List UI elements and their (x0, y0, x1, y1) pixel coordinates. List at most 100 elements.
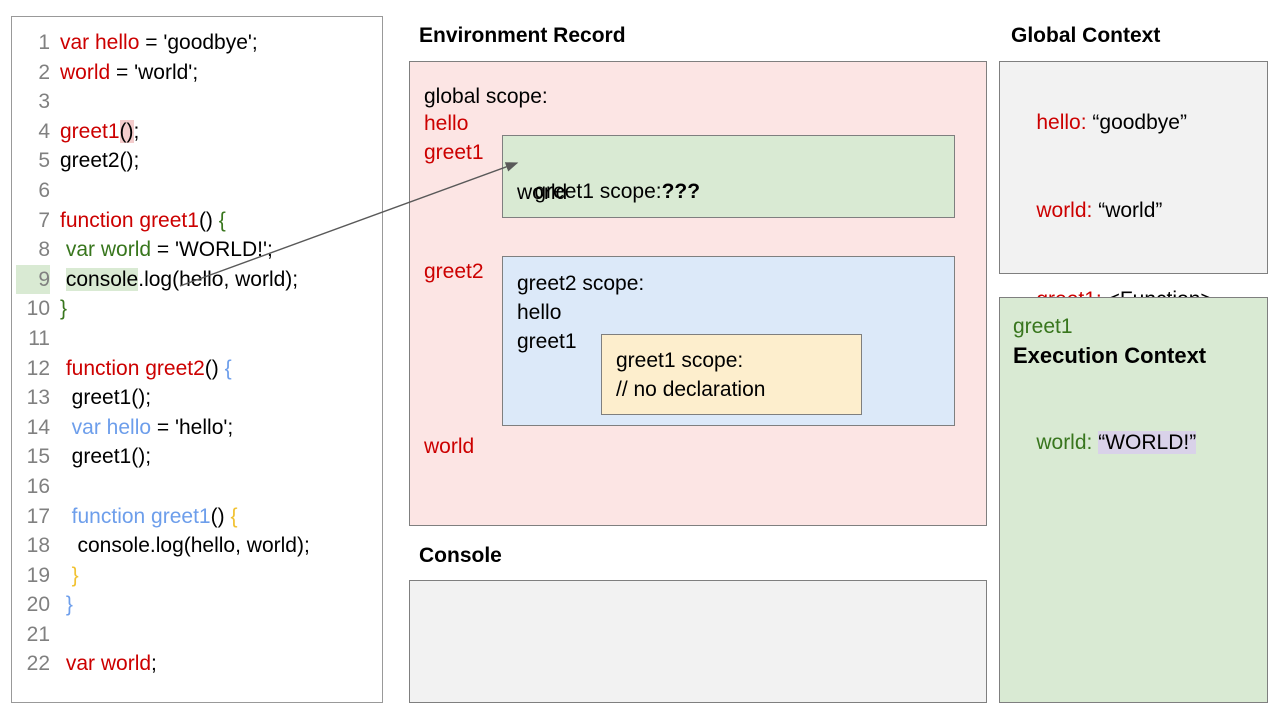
console-title: Console (419, 544, 502, 567)
line-number: 22 (26, 652, 50, 676)
global-scope-label: global scope: (424, 85, 548, 108)
code-line[interactable]: 22 var world; (16, 649, 382, 679)
code-token: var world (65, 238, 152, 262)
code-token: = 'WORLD!'; (151, 238, 273, 262)
code-line[interactable]: 3 (16, 87, 382, 117)
code-token (60, 564, 72, 587)
code-token: greet1(); (60, 386, 152, 410)
code-token: function greet1 (60, 208, 199, 232)
code-token: = 'world'; (110, 60, 199, 84)
code-line-text: } (50, 294, 67, 324)
global-context-title: Global Context (1011, 24, 1161, 47)
code-line[interactable]: 14 var hello = 'hello'; (16, 413, 382, 443)
inner-greet1-scope-label: greet1 scope: (616, 349, 744, 372)
code-token: function greet2 (65, 356, 205, 380)
code-token: { (218, 208, 226, 232)
line-number: 20 (26, 593, 50, 617)
code-line-text: world = 'world'; (50, 58, 198, 88)
code-token: = 'goodbye'; (139, 31, 258, 54)
code-token: ; (133, 119, 140, 143)
code-token: var world (65, 652, 152, 676)
code-line-text: console.log(hello, world); (50, 531, 310, 561)
code-line-text: greet1(); (50, 117, 139, 147)
global-entry-key: world (1036, 199, 1087, 222)
greet1-inner-scope-box: greet1 scope: // no declaration (601, 334, 862, 415)
code-line-text: function greet2() { (50, 354, 232, 384)
line-number: 10 (26, 297, 50, 321)
greet1-scope-question-marks: ??? (661, 180, 701, 203)
line-number: 14 (26, 415, 50, 439)
execution-context-heading: Execution Context (1013, 343, 1207, 368)
greet2-scope-binding-greet1: greet1 (517, 330, 577, 353)
line-number: 17 (26, 504, 50, 528)
code-token: { (230, 504, 238, 528)
line-number: 2 (38, 60, 50, 84)
code-token: = 'hello'; (151, 415, 234, 439)
code-line-text: function greet1() { (50, 206, 226, 236)
code-line-text: var hello = 'hello'; (50, 413, 234, 443)
code-line-text: greet2(); (50, 146, 139, 176)
code-line[interactable]: 16 (16, 472, 382, 502)
code-line-text: function greet1() { (50, 502, 238, 532)
line-number: 13 (26, 386, 50, 410)
code-token: () (204, 356, 225, 380)
code-line[interactable]: 15 greet1(); (16, 442, 382, 472)
code-token: () (119, 119, 134, 143)
code-line[interactable]: 10} (16, 294, 382, 324)
code-token (60, 416, 72, 439)
greet1-scope-box: greet1 scope:??? world (502, 135, 955, 218)
line-number: 8 (38, 238, 50, 262)
code-line[interactable]: 12 function greet2() { (16, 354, 382, 384)
execution-context-box: greet1 Execution Context world: “WORLD!” (999, 297, 1268, 703)
code-token: function greet1 (71, 504, 211, 528)
line-number: 5 (38, 149, 50, 173)
execution-context-var-value: “WORLD!” (1098, 431, 1197, 454)
code-line[interactable]: 8 var world = 'WORLD!'; (16, 235, 382, 265)
global-entry-value: “goodbye” (1086, 110, 1187, 134)
line-number: 9 (16, 264, 50, 295)
global-binding-greet1: greet1 (424, 141, 484, 164)
code-token: var hello (60, 31, 140, 54)
console-output-text (410, 581, 986, 601)
code-token (60, 505, 72, 528)
code-token: console (65, 267, 139, 291)
code-token: .log(hello, world); (138, 267, 299, 291)
global-context-box: hello: “goodbye” world: “world” greet1: … (999, 61, 1268, 311)
code-line[interactable]: 6 (16, 176, 382, 206)
code-line[interactable]: 18 console.log(hello, world); (16, 531, 382, 561)
code-line[interactable]: 13 greet1(); (16, 383, 382, 413)
greet1-scope-label-row: greet1 scope:??? (511, 148, 700, 235)
inner-greet1-no-declaration-comment: // no declaration (616, 378, 766, 401)
code-line[interactable]: 5 greet2(); (16, 146, 382, 176)
line-number: 7 (38, 208, 50, 232)
environment-record-title: Environment Record (419, 24, 626, 47)
line-number: 6 (38, 178, 50, 202)
code-line[interactable]: 19 } (16, 561, 382, 591)
code-token: greet1 (60, 119, 120, 143)
greet1-scope-binding-world: world (517, 181, 568, 204)
code-token: var hello (71, 415, 152, 439)
line-number: 4 (38, 119, 50, 143)
code-token: greet2(); (60, 149, 140, 173)
code-line-text: var hello = 'goodbye'; (50, 28, 258, 58)
code-line[interactable]: 20 } (16, 590, 382, 620)
code-token (60, 268, 66, 291)
code-line[interactable]: 17 function greet1() { (16, 502, 382, 532)
greet2-scope-label: greet2 scope: (517, 272, 645, 295)
execution-context-var-key: world (1036, 431, 1087, 454)
code-line[interactable]: 9 console.log(hello, world); (16, 264, 382, 295)
code-line-text: } (50, 590, 73, 620)
code-line[interactable]: 21 (16, 620, 382, 650)
line-number: 3 (38, 90, 50, 114)
code-token: () (198, 208, 219, 232)
execution-context-variable-row: world: “WORLD!” (1036, 431, 1197, 454)
code-token: } (60, 297, 68, 321)
console-output-box[interactable] (409, 580, 987, 703)
code-line[interactable]: 11 (16, 324, 382, 354)
